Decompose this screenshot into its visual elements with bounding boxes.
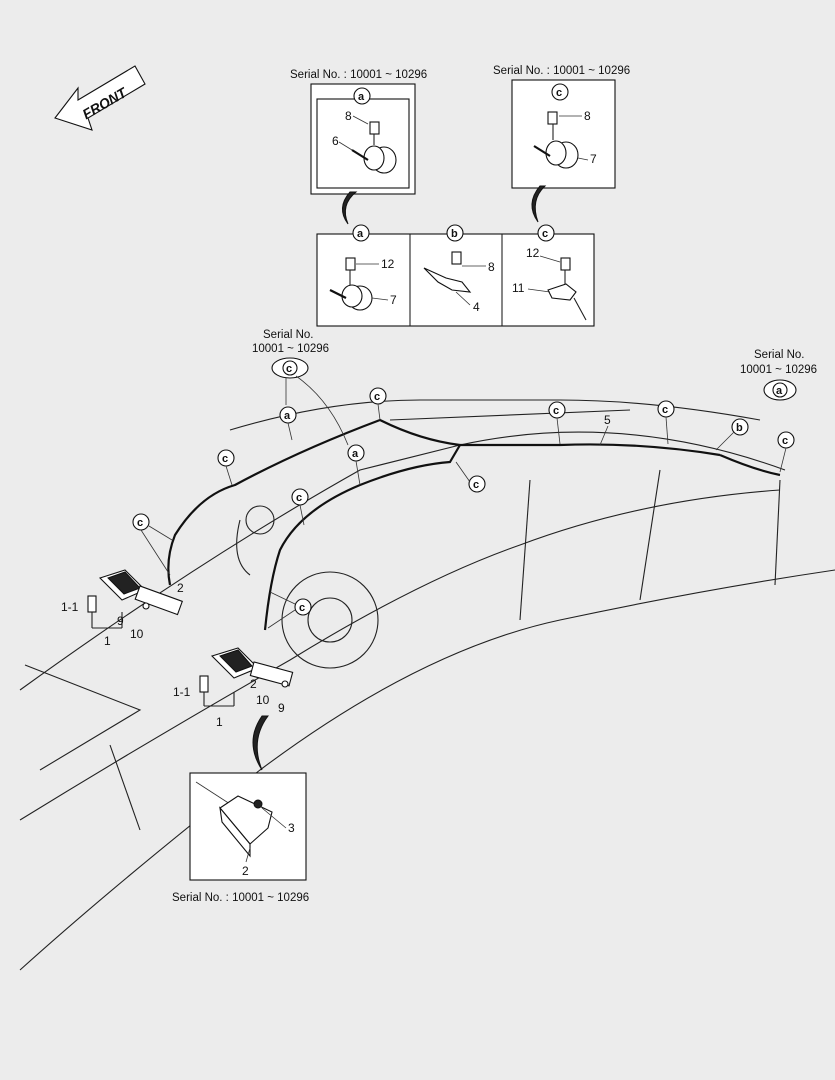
callout-a-1: a: [284, 410, 291, 422]
detail-c-serial-box: Serial No. : 10001 ~ 10296 c 8 7: [493, 65, 630, 223]
part-number-8-a: 8: [345, 109, 352, 123]
callout-c-5: c: [299, 602, 305, 614]
serial-label-bottom: Serial No. : 10001 ~ 10296: [172, 892, 309, 904]
front-arrow: FRONT: [54, 65, 146, 131]
detail-abc-box: a 12 7 b 8 4 c 12 11: [316, 224, 595, 327]
detail-c-letter: c: [556, 87, 562, 99]
part-number-3: 3: [288, 821, 295, 835]
callout-c-1: c: [374, 391, 380, 403]
serial-right-letter: a: [776, 385, 783, 397]
part-number-6: 6: [332, 134, 339, 148]
part-number-5: 5: [604, 413, 611, 427]
part-number-12-c: 12: [526, 246, 540, 260]
serial-label-top-right: Serial No. : 10001 ~ 10296: [493, 65, 630, 77]
callout-c-8: c: [662, 404, 668, 416]
part-number-7-a: 7: [390, 293, 397, 307]
serial-label-right-2: 10001 ~ 10296: [740, 364, 817, 376]
part-number-4: 4: [473, 300, 480, 314]
detail-a-letter: a: [358, 91, 365, 103]
part-number-1-1-right: 1-1: [173, 685, 191, 699]
callout-c-7: c: [553, 405, 559, 417]
harness-lines: [167, 418, 781, 631]
serial-callout-mid-left: Serial No. 10001 ~ 10296 c: [252, 329, 349, 446]
detail-a-letter-bubble: [353, 87, 371, 105]
part-number-2-bottom: 2: [242, 864, 249, 878]
detail-a-serial-box: Serial No. : 10001 ~ 10296 a 8 6: [290, 69, 427, 225]
clamp-callouts: a c a c c c c c c c b c: [132, 387, 795, 629]
part-number-8-b: 8: [488, 260, 495, 274]
callout-c-2: c: [222, 453, 228, 465]
part-number-1-right: 1: [216, 715, 223, 729]
serial-label-mid-left-2: 10001 ~ 10296: [252, 343, 329, 355]
part-number-8-c: 8: [584, 109, 591, 123]
main-part-numbers: 1-1 1 2 9 10 1-1 1 2 10 9 5: [61, 413, 611, 729]
callout-a-2: a: [352, 448, 359, 460]
panel-b-letter: b: [451, 228, 458, 240]
callout-b-1: b: [736, 422, 743, 434]
callout-c-9: c: [782, 435, 788, 447]
part-number-11: 11: [512, 281, 525, 295]
part-number-12-a: 12: [381, 257, 395, 271]
panel-a-letter: a: [357, 228, 364, 240]
serial-mid-left-letter: c: [286, 363, 292, 375]
serial-label-top-left: Serial No. : 10001 ~ 10296: [290, 69, 427, 81]
part-number-2-right: 2: [250, 677, 257, 691]
part-number-9-left: 9: [117, 614, 124, 628]
part-number-10-left: 10: [130, 627, 144, 641]
part-number-9-right: 9: [278, 701, 285, 715]
panel-c-letter: c: [542, 228, 548, 240]
serial-callout-right: Serial No. 10001 ~ 10296 a: [740, 349, 817, 401]
lamp-left: [87, 569, 183, 629]
callout-c-3: c: [296, 492, 302, 504]
callout-c-6: c: [473, 479, 479, 491]
callout-c-4: c: [137, 517, 143, 529]
part-number-7-c: 7: [590, 152, 597, 166]
serial-label-mid-left-1: Serial No.: [263, 329, 314, 341]
part-number-10-right: 10: [256, 693, 270, 707]
part-number-2-left: 2: [177, 581, 184, 595]
part-number-1-1-left: 1-1: [61, 600, 79, 614]
boom-structure: [19, 399, 835, 971]
lamp-right: [199, 647, 294, 707]
detail-bottom-box: 3 2 Serial No. : 10001 ~ 10296: [172, 715, 309, 904]
part-number-1-left: 1: [104, 634, 111, 648]
serial-label-right-1: Serial No.: [754, 349, 805, 361]
